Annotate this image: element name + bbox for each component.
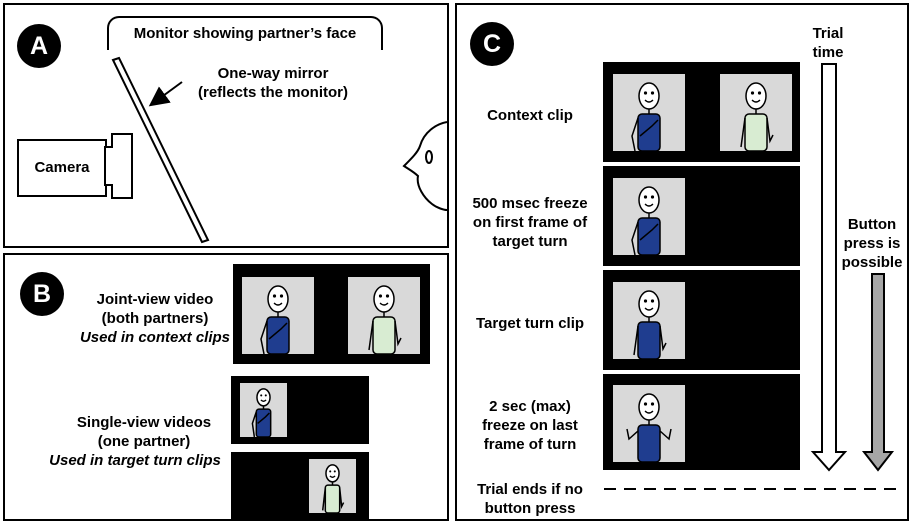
mirror-label-line1: One-way mirror xyxy=(217,65,329,82)
panel-c-badge: C xyxy=(470,22,514,66)
monitor-box xyxy=(107,16,383,50)
one-way-mirror xyxy=(111,56,210,244)
trial-end-line2: button press xyxy=(484,500,576,517)
panel-a: A Monitor showing partner’s face One-way… xyxy=(3,3,449,248)
single-view-title: Single-view videos xyxy=(76,414,212,431)
camera-lens xyxy=(104,133,133,199)
partner-figure-joint-right xyxy=(368,285,402,355)
partner-figure-context-right xyxy=(740,82,774,152)
button-window-line2: press is xyxy=(843,235,901,252)
single-view-subtitle: (one partner) xyxy=(97,433,191,450)
step-freeze-line3: target turn xyxy=(492,233,568,250)
partner-figure-target-turn xyxy=(633,290,667,360)
viewer-face-icon xyxy=(402,121,448,211)
camera-label: Camera xyxy=(34,159,90,176)
step-final-freeze-line2: freeze on last xyxy=(482,417,578,434)
partner-figure-joint-left xyxy=(260,285,290,355)
single-view-usage: Used in target turn clips xyxy=(49,452,221,469)
mirror-pointer-arrow xyxy=(148,81,183,107)
trial-time-arrow xyxy=(810,63,848,472)
button-window-line1: Button xyxy=(847,216,897,233)
trial-end-line1: Trial ends if no xyxy=(477,481,583,498)
joint-view-subtitle: (both partners) xyxy=(101,310,209,327)
step-freeze-line2: on first frame of xyxy=(472,214,588,231)
step-context-clip: Context clip xyxy=(487,107,573,124)
step-final-freeze-line3: frame of turn xyxy=(483,436,577,453)
monitor-label: Monitor showing partner’s face xyxy=(133,25,357,42)
step-freeze-line1: 500 msec freeze xyxy=(472,195,588,212)
panel-b-badge: B xyxy=(20,272,64,316)
panel-a-badge: A xyxy=(17,24,61,68)
partner-figure-context-left xyxy=(631,82,661,152)
partner-figure-single-left xyxy=(251,388,272,438)
partner-figure-freeze-first xyxy=(631,186,661,256)
partner-figure-single-right xyxy=(321,464,345,514)
mirror-label-line2: (reflects the monitor) xyxy=(197,84,348,101)
step-target-turn-clip: Target turn clip xyxy=(475,315,585,332)
joint-view-usage: Used in context clips xyxy=(79,329,231,346)
trial-time-line2: time xyxy=(812,44,844,61)
trial-time-line1: Trial xyxy=(812,25,844,42)
button-press-arrow xyxy=(861,273,895,472)
step-final-freeze-line1: 2 sec (max) xyxy=(489,398,571,415)
partner-figure-freeze-last xyxy=(626,393,672,463)
button-window-line3: possible xyxy=(841,254,903,271)
joint-view-title: Joint-view video xyxy=(96,291,214,308)
